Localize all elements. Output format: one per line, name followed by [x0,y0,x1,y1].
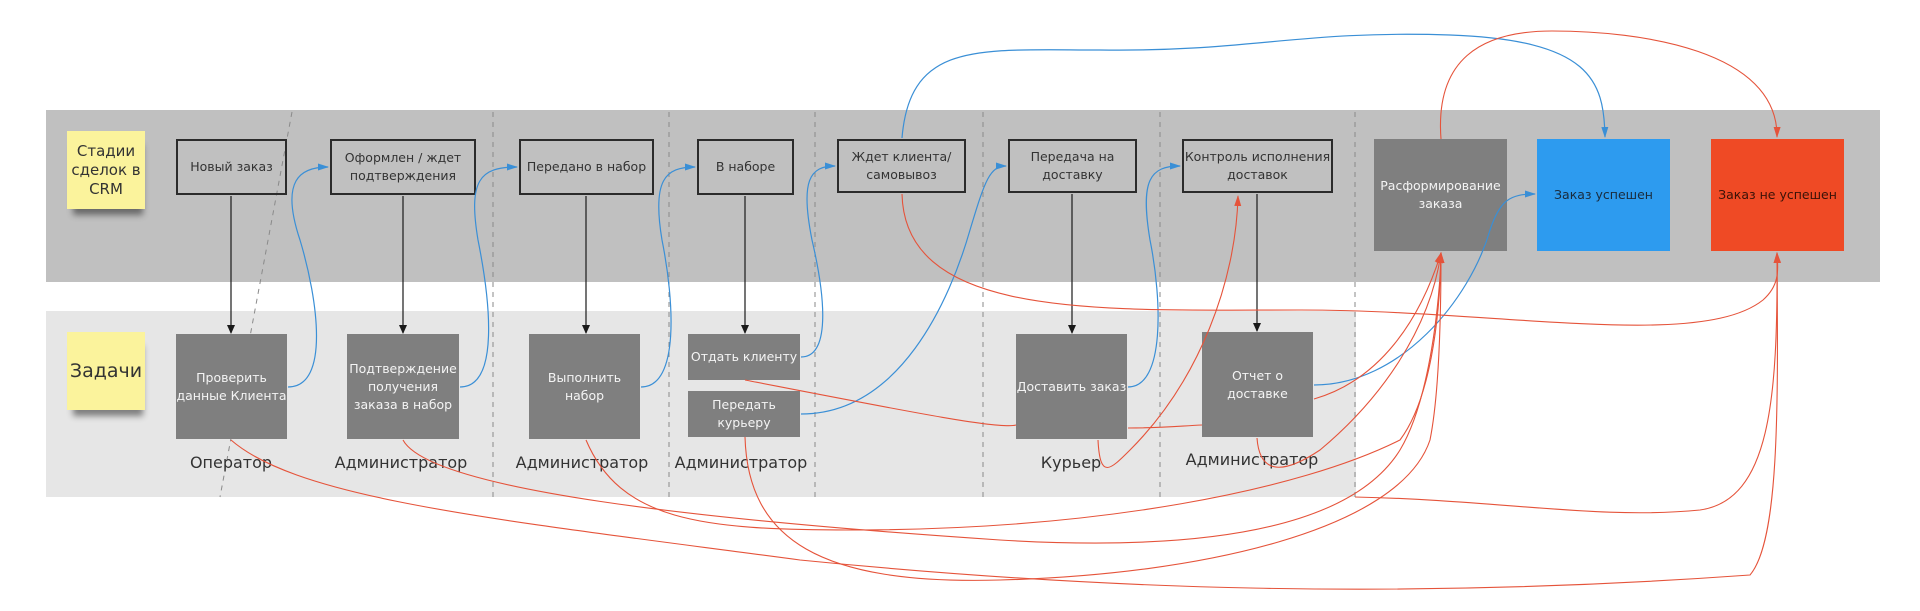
arrow-success-flow [459,163,518,388]
arrow-success-flow [1313,190,1536,386]
stage-order-success[interactable]: Заказ успешен [1537,139,1670,251]
arrow-success-flow [287,163,329,388]
stage-order-success-label: Заказ успешен [1554,187,1653,202]
failure-flow-arrows [230,30,1782,590]
sticky-note-tasks: Задачи [67,332,145,410]
arrow-failure-flow [1439,30,1781,140]
arrow-failure-flow [1354,252,1781,514]
arrow-failure-flow [744,379,1017,427]
role-label: Курьер [1040,453,1102,472]
role-label: Администратор [334,453,468,472]
arrow-failure-flow [1127,424,1203,429]
task-deliver-order[interactable]: Доставить заказ [1016,334,1127,439]
task-give-to-client[interactable]: Отдать клиенту [688,334,800,380]
role-label: Администратор [674,453,808,472]
role-label: Оператор [189,453,273,472]
role-label: Администратор [1185,450,1319,469]
stage-awaiting-confirmation[interactable]: Оформлен / ждет подтверждения [330,139,476,195]
stage-order-failed-label: Заказ не успешен [1718,187,1837,202]
arrow-failure-flow [230,252,1781,590]
stage-handover-to-delivery[interactable]: Передача на доставку [1008,139,1137,193]
stage-picking[interactable]: В наборе [697,139,794,195]
arrow-failure-flow [1313,252,1442,400]
arrow-failure-flow [402,252,1445,544]
arrow-failure-flow [744,252,1445,581]
arrow-success-flow [640,163,696,388]
stage-order-disbanded[interactable]: Расформирование заказа [1374,139,1507,251]
stage-delivery-control[interactable]: Контроль исполнения доставок [1182,139,1333,193]
arrow-failure-flow [585,252,1445,531]
sticky-note-stages: Стадии сделок в CRM [67,131,145,209]
arrow-success-flow [800,162,836,358]
stage-awaiting-pickup[interactable]: Ждет клиента/ самовывоз [837,139,966,193]
stage-sent-to-picking[interactable]: Передано в набор [519,139,654,195]
arrow-success-flow [901,33,1609,139]
arrow-failure-flow [901,193,1782,326]
task-check-client-data[interactable]: Проверить данные Клиента [176,334,287,439]
success-flow-arrows [287,33,1609,415]
arrow-success-flow [1127,162,1181,388]
task-do-picking[interactable]: Выполнить набор [529,334,640,439]
arrow-failure-flow [1097,195,1242,469]
task-hand-to-courier[interactable]: Передать курьеру [688,391,800,437]
stage-to-task-arrows [227,194,1261,334]
stage-new-order[interactable]: Новый заказ [176,139,287,195]
arrow-success-flow [800,162,1007,415]
task-confirm-picking[interactable]: Подтверждение получения заказа в набор [347,334,459,439]
stage-order-disbanded-label: Расформирование заказа [1380,178,1501,211]
task-delivery-report[interactable]: Отчет о доставке [1202,332,1313,437]
arrow-failure-flow [1256,252,1444,468]
stage-order-failed[interactable]: Заказ не успешен [1711,139,1844,251]
role-label: Администратор [515,453,649,472]
